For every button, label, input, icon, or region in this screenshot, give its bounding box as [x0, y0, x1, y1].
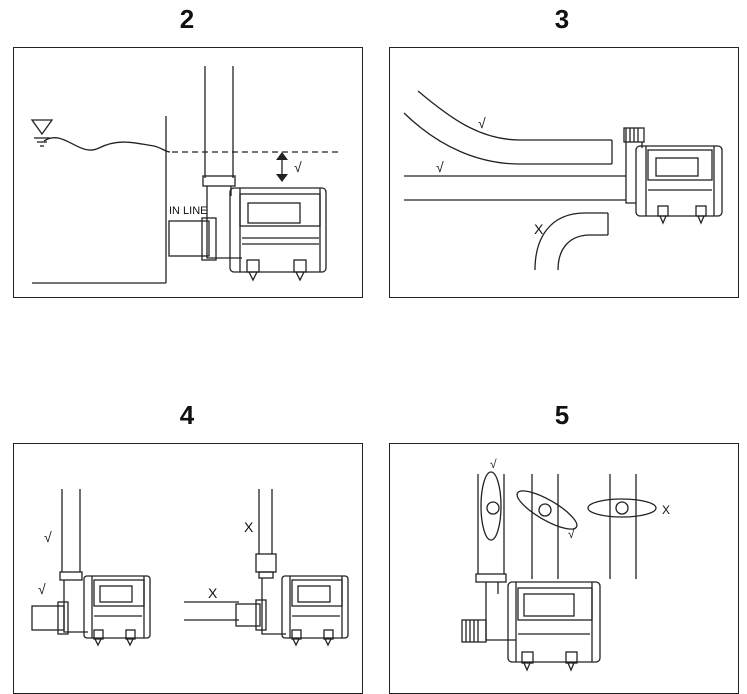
check-mark-lower: √ — [436, 159, 444, 175]
panel-5: √ √ X — [389, 443, 739, 694]
valve-diagonal — [516, 490, 578, 530]
panel-5-number: 5 — [554, 400, 570, 430]
pump-body-right — [281, 575, 349, 639]
check-mark-vertical: √ — [44, 529, 52, 545]
in-line-label: IN LINE — [169, 205, 208, 217]
panel-2-drawing: IN LINE √ — [30, 66, 339, 284]
pump-body — [507, 581, 601, 663]
panel-3-drawing: √ √ X — [403, 90, 723, 271]
arrow-down-icon — [276, 174, 288, 182]
panel-4-drawing: √ √ X X — [31, 489, 349, 647]
inlet-pipe-left — [31, 605, 65, 631]
cross-mark: X — [662, 503, 670, 517]
cross-mark-vertical: X — [244, 519, 254, 535]
valve-vertical — [480, 471, 502, 541]
panel-2-number: 2 — [179, 4, 195, 34]
panel-4: √ √ X X — [13, 443, 363, 694]
water-level-icon — [30, 119, 54, 136]
pump-body — [635, 145, 723, 217]
check-mark: √ — [294, 159, 302, 175]
check-mark-inlet: √ — [38, 581, 46, 597]
elbow-tube — [534, 212, 608, 271]
panel-5-drawing: √ √ X — [461, 457, 670, 672]
check-mark-left: √ — [490, 457, 497, 471]
pump-body — [229, 187, 327, 273]
curved-tube-inner — [403, 112, 612, 165]
cross-mark: X — [534, 221, 544, 237]
arrow-up-icon — [276, 152, 288, 160]
valve-horizontal — [587, 498, 657, 518]
inlet-pipe — [168, 220, 210, 257]
water-surface — [43, 137, 171, 153]
cross-mark-horizontal: X — [208, 585, 218, 601]
check-mark-upper: √ — [478, 115, 486, 131]
panel-2: IN LINE √ — [13, 47, 363, 298]
panel-3-number: 3 — [554, 4, 570, 34]
check-mark-mid: √ — [568, 527, 575, 541]
panel-4-number: 4 — [179, 400, 195, 430]
pump-body-left — [83, 575, 151, 639]
elbow-fitting — [485, 582, 516, 641]
curved-tube-outer — [417, 90, 612, 141]
panel-3: √ √ X — [389, 47, 739, 298]
